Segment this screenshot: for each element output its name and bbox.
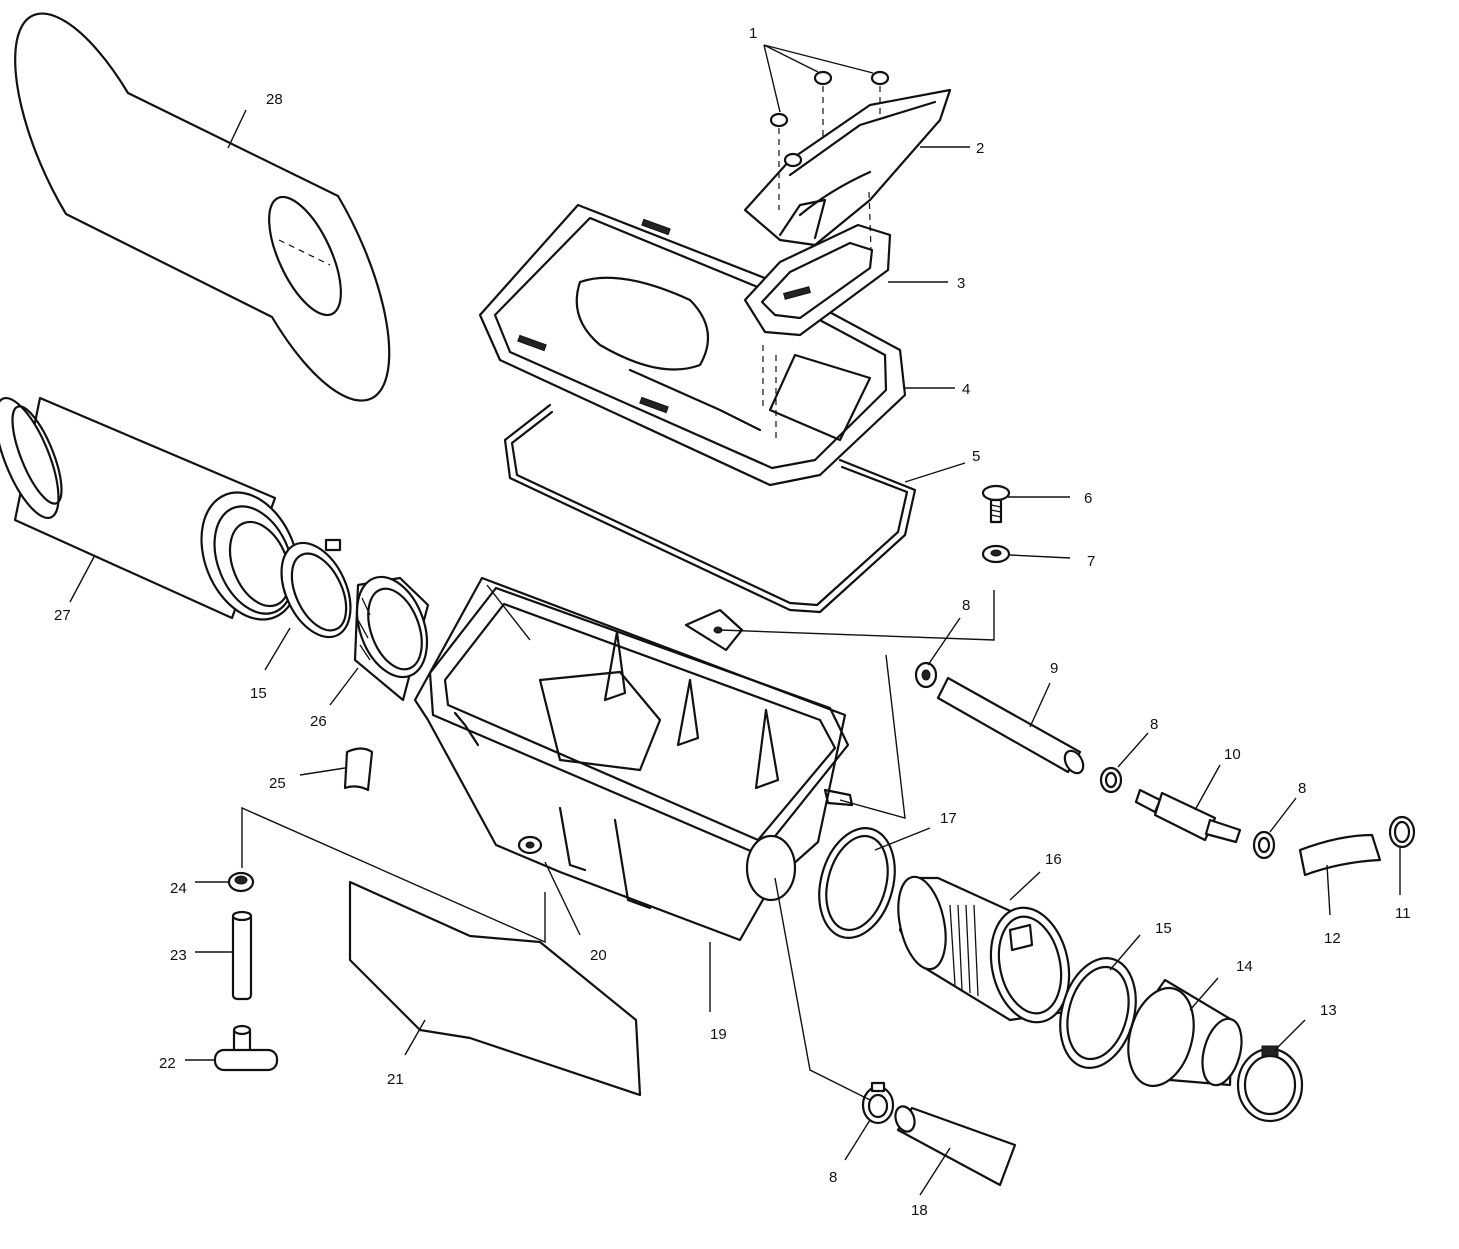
part-17-o-ring — [818, 827, 896, 939]
part-20-grommet — [517, 835, 543, 855]
callout-4: 4 — [962, 381, 970, 398]
part-9-vent-hose — [936, 676, 1085, 775]
part-8-clamp-b — [1099, 766, 1123, 794]
callout-18: 18 — [911, 1202, 928, 1219]
callout-17: 17 — [940, 810, 957, 827]
part-5-seal — [503, 403, 917, 614]
part-25-clip — [343, 747, 374, 792]
part-10-check-valve — [1134, 788, 1242, 844]
callout-7: 7 — [1087, 553, 1095, 570]
callout-labels: 1 2 3 4 5 6 7 8 8 8 8 9 10 11 12 13 14 1… — [54, 25, 1411, 1219]
part-15-clamp-right — [1059, 957, 1137, 1069]
callout-26: 26 — [310, 713, 327, 730]
part-24-hose-clamp-small — [227, 871, 255, 893]
part-2-intake-duct — [743, 88, 952, 247]
callout-8-d: 8 — [829, 1169, 837, 1186]
part-26-threaded-adapter — [353, 575, 430, 702]
callout-1: 1 — [749, 25, 757, 42]
part-18-hose — [894, 1105, 1017, 1187]
callout-24: 24 — [170, 880, 187, 897]
part-1-screws — [762, 70, 890, 440]
part-23-drain-hose — [231, 910, 253, 1001]
callout-27: 27 — [54, 607, 71, 624]
callout-11: 11 — [1395, 905, 1411, 922]
callout-22: 22 — [159, 1055, 176, 1072]
callout-13: 13 — [1320, 1002, 1337, 1019]
callout-8-b: 8 — [1150, 716, 1158, 733]
callout-20: 20 — [590, 947, 607, 964]
callout-28: 28 — [266, 91, 283, 108]
callout-19: 19 — [710, 1026, 727, 1043]
part-12-hose — [1298, 833, 1382, 877]
part-13-clamp-large — [1236, 1045, 1304, 1123]
part-21-panel — [348, 880, 642, 1097]
part-15-clamp-left — [280, 538, 352, 639]
part-7-washer — [981, 544, 1011, 564]
part-27-air-filter — [0, 396, 300, 621]
part-8-clamp-a — [914, 661, 938, 689]
callout-3: 3 — [957, 275, 965, 292]
callout-21: 21 — [387, 1071, 404, 1088]
callout-16: 16 — [1045, 851, 1062, 868]
callout-15-right: 15 — [1155, 920, 1172, 937]
callout-6: 6 — [1084, 490, 1092, 507]
leader-lines — [69, 44, 1401, 1196]
callout-2: 2 — [976, 140, 984, 157]
callout-8-c: 8 — [1298, 780, 1306, 797]
part-3-gasket — [743, 223, 892, 337]
callout-23: 23 — [170, 947, 187, 964]
part-8-clamp-d — [861, 1081, 895, 1125]
callout-15-left: 15 — [250, 685, 267, 702]
part-14-reducer-boot — [1127, 978, 1243, 1088]
part-11-clamp — [1388, 815, 1416, 849]
part-8-clamp-c — [1252, 830, 1276, 860]
callout-5: 5 — [972, 448, 980, 465]
callout-14: 14 — [1236, 958, 1253, 975]
part-6-screw — [981, 484, 1011, 524]
part-16-adapter — [897, 875, 1071, 1024]
callout-8-a: 8 — [962, 597, 970, 614]
callout-10: 10 — [1224, 746, 1241, 763]
callout-9: 9 — [1050, 660, 1058, 677]
callout-25: 25 — [269, 775, 286, 792]
callout-12: 12 — [1324, 930, 1341, 947]
part-28-prefilter-sleeve — [14, 12, 391, 402]
part-22-tee-fitting — [213, 1024, 279, 1072]
